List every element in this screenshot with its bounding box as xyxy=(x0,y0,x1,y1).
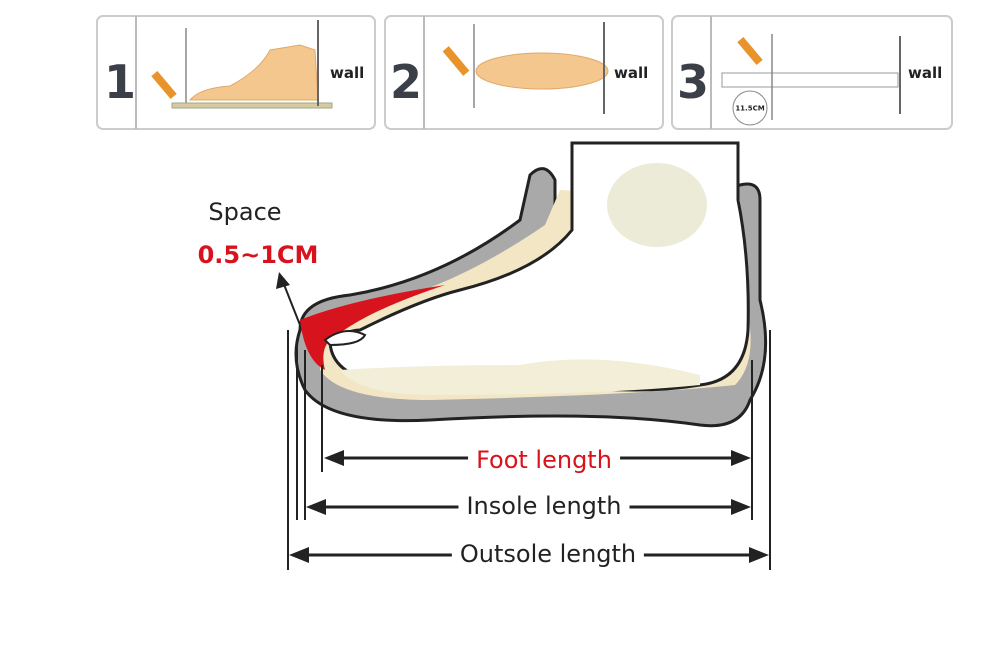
wall-label: wall xyxy=(614,64,648,82)
wall-label: wall xyxy=(908,64,942,82)
shoe-illustration xyxy=(294,141,768,428)
foot-length-label: Foot length xyxy=(468,446,620,474)
outsole-length-label: Outsole length xyxy=(451,540,645,568)
step-panel-1: 1 wall xyxy=(96,15,376,130)
step-panel-3: 3 11.5CM wall xyxy=(671,15,953,130)
step-number: 3 xyxy=(677,55,709,109)
space-label: Space xyxy=(208,198,282,226)
ruler-reading: 11.5CM xyxy=(735,105,764,113)
guide-lines xyxy=(287,330,771,570)
space-pointer-arrow xyxy=(282,281,301,326)
wall-label: wall xyxy=(330,64,364,82)
step-number: 1 xyxy=(104,55,136,109)
insole-length-label: Insole length xyxy=(458,492,630,520)
step-panel-2: 2 wall xyxy=(384,15,664,130)
space-value: 0.5~1CM xyxy=(197,241,319,269)
step-number: 2 xyxy=(390,55,422,109)
magnifier-circle xyxy=(732,90,768,126)
space-pointer-arrowhead xyxy=(276,272,290,289)
